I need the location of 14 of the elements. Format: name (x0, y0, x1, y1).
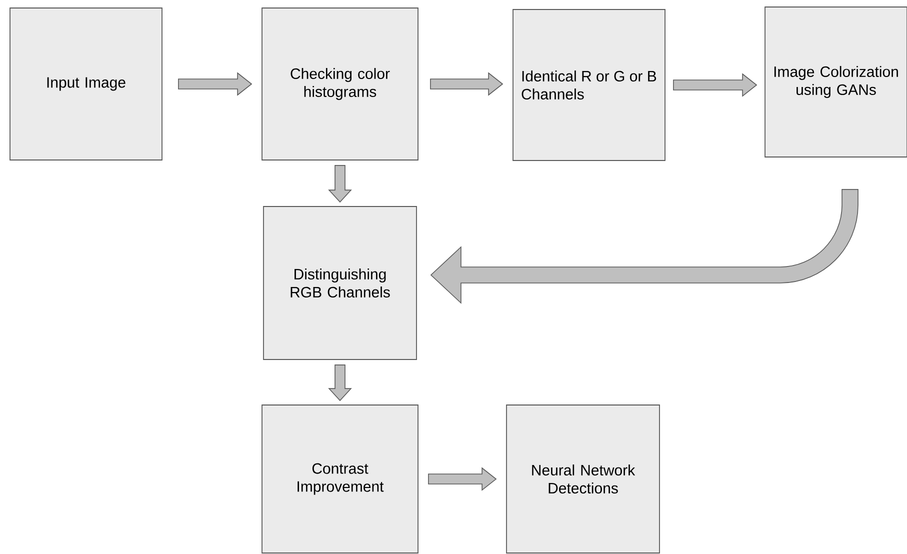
process-box: Neural Network Detections (506, 404, 660, 554)
block-arrow (430, 72, 504, 96)
process-box: Checking color histograms (262, 8, 418, 160)
block-arrow (328, 165, 352, 203)
block-arrow (430, 189, 858, 304)
process-box: Distinguishing RGB Channels (263, 206, 417, 360)
block-arrow (673, 73, 758, 97)
process-box: Identical R or G or B Channels (512, 9, 666, 161)
block-arrow (178, 72, 252, 96)
process-box: Contrast Improvement (262, 404, 418, 554)
process-box: Input Image (10, 8, 162, 160)
block-arrow (328, 364, 352, 402)
process-box: Image Colorization using GANs (764, 6, 907, 158)
block-arrow (428, 467, 497, 491)
